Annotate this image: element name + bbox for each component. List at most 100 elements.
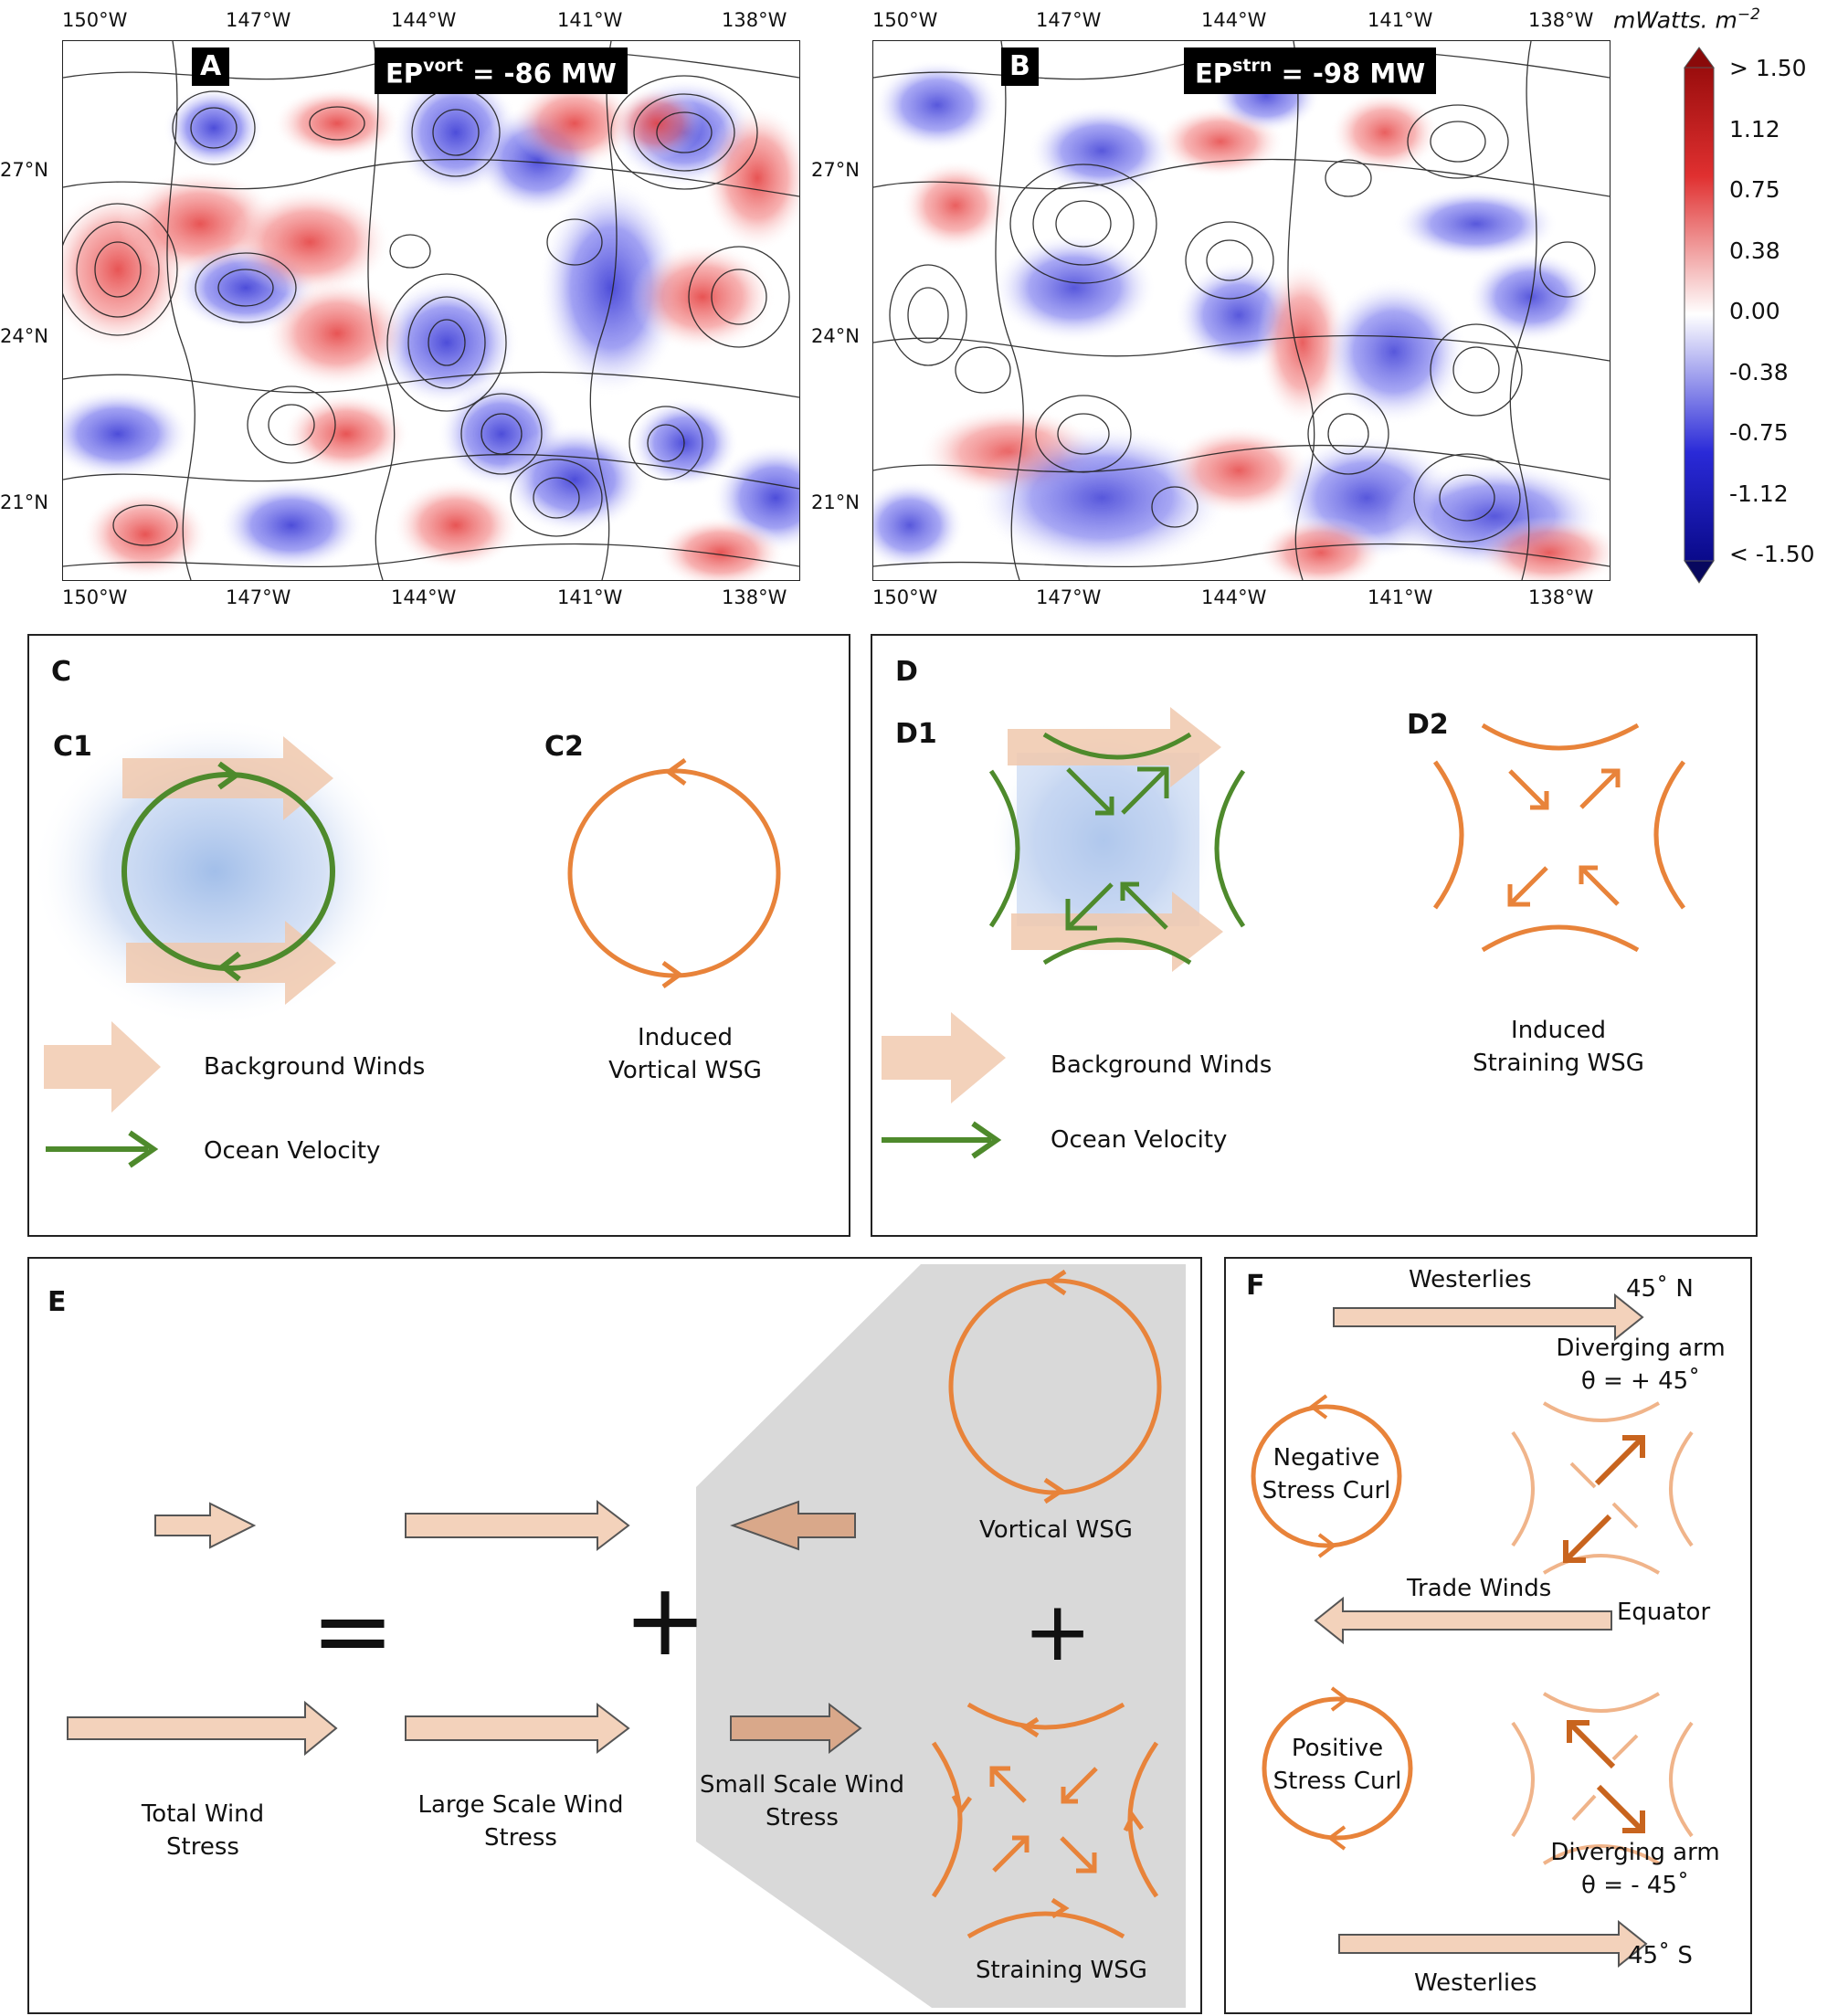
b-lon-top-3: 144°W <box>1201 9 1267 31</box>
panel-f-title: F <box>1246 1270 1265 1302</box>
panel-c-induced: Induced Vortical WSG <box>576 1021 795 1087</box>
b-lon-top-1: 150°W <box>872 9 938 31</box>
large-l2: Stress <box>484 1824 557 1852</box>
colorbar-tick-6: -0.75 <box>1729 419 1789 446</box>
panel-d1-title: D1 <box>895 718 937 750</box>
colorbar-tick-2: 0.75 <box>1729 176 1780 203</box>
panel-d-induced: Induced Straining WSG <box>1449 1014 1668 1080</box>
colorbar-tick-8: < -1.50 <box>1729 541 1815 567</box>
a-lon-top-2: 147°W <box>226 9 291 31</box>
panel-e-title: E <box>48 1286 67 1318</box>
panel-b-label: B <box>1001 47 1039 86</box>
equator: Equator <box>1617 1599 1711 1626</box>
equals-sign: = <box>311 1572 396 1689</box>
neg-l2: Stress Curl <box>1262 1477 1391 1504</box>
small-scale-background <box>696 1264 1186 2008</box>
total-wind-stress-label: Total Wind Stress <box>93 1798 312 1863</box>
pos-l1: Positive <box>1291 1735 1384 1762</box>
wind-arrow-icon <box>405 1499 630 1552</box>
div-top-l2: θ = + 45˚ <box>1580 1367 1701 1395</box>
panel-b-ep-label: EPstrn = -98 MW <box>1184 47 1437 94</box>
b-lon-top-5: 138°W <box>1528 9 1594 31</box>
large-scale-label: Large Scale Wind Stress <box>384 1789 658 1854</box>
b-lat-1: 27°N <box>811 159 860 181</box>
wind-arrow-icon <box>1011 892 1223 972</box>
a-lon-top-3: 144°W <box>391 9 457 31</box>
panel-a-ep-value: = -86 MW <box>472 58 617 90</box>
b-lat-3: 21°N <box>811 491 860 513</box>
lat-45s: 45˚ S <box>1628 1942 1693 1969</box>
panel-a-ep-label: EPvort = -86 MW <box>375 47 628 94</box>
lat-45n: 45˚ N <box>1626 1275 1694 1303</box>
a-lon-bot-5: 138°W <box>722 586 787 608</box>
diverging-bottom: Diverging arm θ = - 45˚ <box>1526 1836 1745 1902</box>
panel-d-title: D <box>895 656 918 688</box>
wind-arrow-icon <box>1333 1293 1644 1342</box>
colorbar-tick-5: -0.38 <box>1729 359 1789 385</box>
colorbar-unit-exp: −2 <box>1737 5 1760 24</box>
colorbar <box>1684 47 1715 584</box>
total-l2: Stress <box>166 1833 239 1861</box>
panel-a-label: A <box>192 47 230 86</box>
map-b-field <box>873 41 1610 580</box>
a-lon-bot-1: 150°W <box>62 586 128 608</box>
a-lon-top-5: 138°W <box>722 9 787 31</box>
neg-l1: Negative <box>1273 1444 1380 1472</box>
panel-b-ep-super: strn <box>1232 56 1273 76</box>
legend-wind-arrow-icon <box>44 1021 161 1113</box>
b-lon-top-2: 147°W <box>1036 9 1102 31</box>
colorbar-tick-0: > 1.50 <box>1729 55 1807 81</box>
a-lon-bot-4: 141°W <box>557 586 623 608</box>
panel-d2-title: D2 <box>1407 709 1449 741</box>
panel-c-legend-ocean: Ocean Velocity <box>204 1137 381 1165</box>
a-lon-bot-3: 144°W <box>391 586 457 608</box>
vortical-wsg-label: Vortical WSG <box>979 1516 1133 1544</box>
b-lon-bot-3: 144°W <box>1201 586 1267 608</box>
div-bot-l2: θ = - 45˚ <box>1581 1872 1689 1899</box>
panel-a-ep-super: vort <box>423 56 463 76</box>
pos-l2: Stress Curl <box>1273 1768 1402 1795</box>
wind-arrow-icon <box>730 1500 856 1551</box>
wind-arrow-icon <box>67 1700 338 1757</box>
panel-d-legend-winds: Background Winds <box>1051 1051 1273 1079</box>
a-lat-1: 27°N <box>0 159 48 181</box>
small-l2: Stress <box>766 1804 839 1831</box>
panel-d-diagram <box>882 707 1686 1159</box>
total-l1: Total Wind <box>141 1800 265 1828</box>
b-lon-bot-1: 150°W <box>872 586 938 608</box>
a-lon-bot-2: 147°W <box>226 586 291 608</box>
large-l1: Large Scale Wind <box>417 1791 624 1819</box>
plus-sign-2: + <box>1023 1584 1093 1680</box>
colorbar-tick-7: -1.12 <box>1729 480 1789 507</box>
panel-c-induced-l1: Induced <box>638 1024 733 1051</box>
a-lon-top-1: 150°W <box>62 9 128 31</box>
map-panel-b <box>872 40 1611 581</box>
panel-c-diagram <box>32 716 781 1168</box>
wind-arrow-icon <box>730 1702 862 1755</box>
panel-d-induced-l1: Induced <box>1511 1017 1606 1044</box>
b-lat-2: 24°N <box>811 325 860 347</box>
a-lat-2: 24°N <box>0 325 48 347</box>
colorbar-tick-1: 1.12 <box>1729 116 1780 142</box>
straining-wsg-label: Straining WSG <box>976 1957 1147 1984</box>
westerlies-bottom: Westerlies <box>1414 1969 1537 1997</box>
panel-b-ep-symbol: EP <box>1195 58 1233 90</box>
wind-arrow-icon <box>154 1502 257 1549</box>
panel-c-legend-winds: Background Winds <box>204 1053 426 1081</box>
b-lon-bot-2: 147°W <box>1036 586 1102 608</box>
b-lon-bot-4: 141°W <box>1368 586 1433 608</box>
b-lon-top-4: 141°W <box>1368 9 1433 31</box>
wind-arrow-icon <box>1008 707 1221 787</box>
map-a-field <box>63 41 799 580</box>
panel-a-ep-symbol: EP <box>385 58 424 90</box>
positive-stress-curl: Positive Stress Curl <box>1268 1732 1407 1798</box>
panel-d-legend-ocean: Ocean Velocity <box>1051 1126 1228 1154</box>
small-l1: Small Scale Wind <box>699 1771 905 1799</box>
colorbar-tick-3: 0.38 <box>1729 237 1780 264</box>
colorbar-unit: mWatts. m−2 <box>1613 5 1760 33</box>
wind-arrow-icon <box>405 1702 630 1755</box>
panel-f-diagram <box>1251 1293 1694 1969</box>
b-lon-bot-5: 138°W <box>1528 586 1594 608</box>
panel-b-ep-value: = -98 MW <box>1281 58 1426 90</box>
westerlies-top: Westerlies <box>1409 1266 1532 1293</box>
